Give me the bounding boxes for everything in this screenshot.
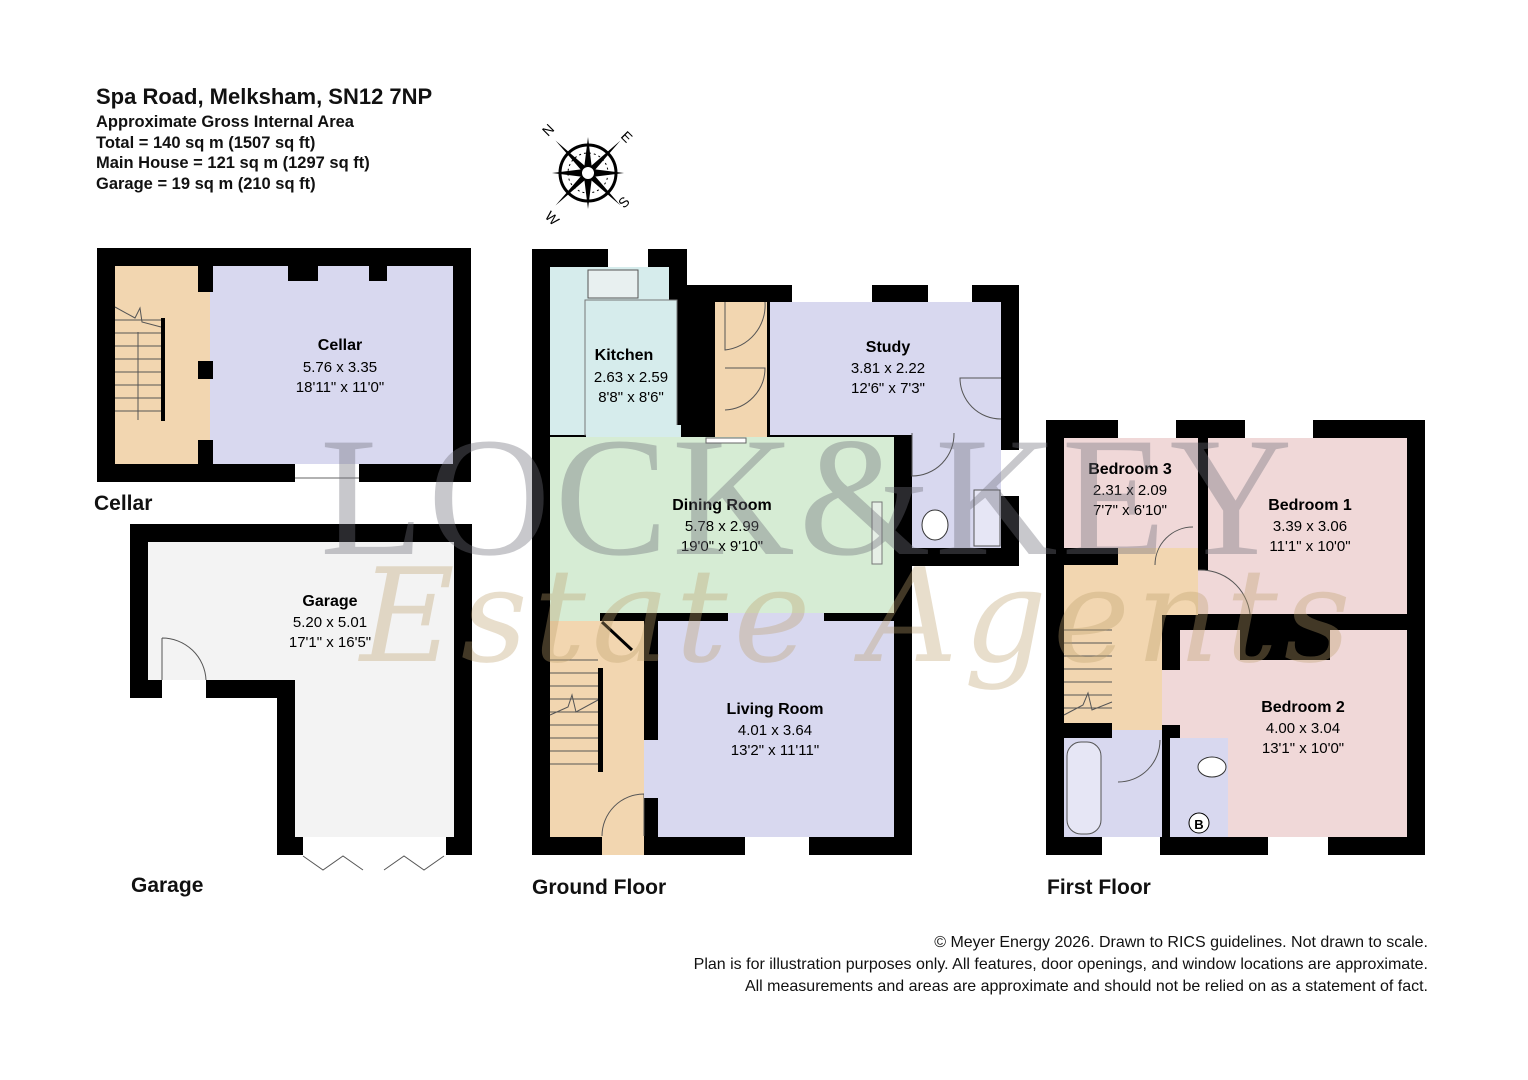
svg-text:5.78 x 2.99: 5.78 x 2.99 [685, 518, 759, 535]
boiler-icon: B [1194, 817, 1203, 832]
svg-text:3.39 x 3.06: 3.39 x 3.06 [1273, 518, 1347, 535]
ground-floor-plan: Kitchen 2.63 x 2.59 8'8" x 8'6" Study 3.… [532, 249, 1019, 855]
floor-label-first: First Floor [1047, 876, 1151, 899]
svg-text:13'2" x 11'11": 13'2" x 11'11" [731, 742, 819, 759]
svg-text:Bedroom 2: Bedroom 2 [1261, 699, 1345, 716]
total-area: Total = 140 sq m (1507 sq ft) [96, 133, 316, 152]
svg-text:5.20 x 5.01: 5.20 x 5.01 [293, 614, 367, 631]
svg-text:E: E [618, 128, 636, 146]
svg-text:W: W [542, 208, 563, 229]
garage-area: Garage = 19 sq m (210 sq ft) [96, 174, 316, 193]
illustration-disclaimer: Plan is for illustration purposes only. … [693, 956, 1428, 973]
floor-label-ground: Ground Floor [532, 876, 667, 899]
svg-text:Cellar: Cellar [318, 337, 362, 354]
svg-text:5.76 x 3.35: 5.76 x 3.35 [303, 359, 377, 376]
disclaimer-footer: © Meyer Energy 2026. Drawn to RICS guide… [694, 932, 1428, 998]
svg-text:4.00 x 3.04: 4.00 x 3.04 [1266, 720, 1340, 737]
floor-label-garage: Garage [131, 874, 204, 897]
main-house-area: Main House = 121 sq m (1297 sq ft) [96, 154, 370, 172]
measurement-disclaimer: All measurements and areas are approxima… [744, 978, 1428, 995]
svg-text:18'11" x 11'0": 18'11" x 11'0" [296, 379, 384, 396]
svg-text:Living Room: Living Room [727, 701, 824, 718]
svg-text:2.31 x 2.09: 2.31 x 2.09 [1093, 482, 1167, 499]
svg-text:Dining Room: Dining Room [672, 497, 772, 514]
garage-plan: Garage 5.20 x 5.01 17'1" x 16'5" [130, 524, 472, 871]
svg-text:N: N [539, 121, 557, 139]
svg-text:8'8" x 8'6": 8'8" x 8'6" [598, 389, 664, 406]
svg-text:11'1" x 10'0": 11'1" x 10'0" [1269, 538, 1350, 555]
svg-text:Bedroom 3: Bedroom 3 [1088, 461, 1172, 478]
svg-text:Garage: Garage [302, 593, 357, 610]
svg-text:S: S [615, 193, 633, 211]
area-subtitle: Approximate Gross Internal Area [96, 113, 354, 131]
svg-text:13'1" x 10'0": 13'1" x 10'0" [1262, 740, 1344, 757]
svg-text:4.01 x 3.64: 4.01 x 3.64 [738, 722, 812, 739]
svg-text:Kitchen: Kitchen [595, 347, 654, 364]
svg-text:3.81 x 2.22: 3.81 x 2.22 [851, 360, 925, 377]
first-floor-plan: B Bedroom 3 2.31 x 2.09 7'7" x 6'10" Bed… [1046, 420, 1425, 855]
svg-text:Bedroom 1: Bedroom 1 [1268, 497, 1352, 514]
svg-text:2.63 x 2.59: 2.63 x 2.59 [594, 369, 668, 386]
svg-text:Study: Study [866, 339, 911, 356]
svg-text:19'0" x 9'10": 19'0" x 9'10" [681, 538, 763, 555]
svg-text:12'6" x 7'3": 12'6" x 7'3" [851, 380, 925, 397]
floor-label-cellar: Cellar [94, 492, 153, 515]
copyright-line: © Meyer Energy 2026. Drawn to RICS guide… [934, 934, 1428, 951]
compass-rose-icon: N E S W [539, 121, 636, 229]
svg-text:7'7" x 6'10": 7'7" x 6'10" [1093, 502, 1167, 519]
svg-text:17'1" x 16'5": 17'1" x 16'5" [289, 634, 371, 651]
address-title: Spa Road, Melksham, SN12 7NP [96, 84, 433, 109]
plan-header: Spa Road, Melksham, SN12 7NP Approximate… [96, 86, 432, 196]
cellar-plan: Cellar 5.76 x 3.35 18'11" x 11'0" [97, 248, 471, 482]
